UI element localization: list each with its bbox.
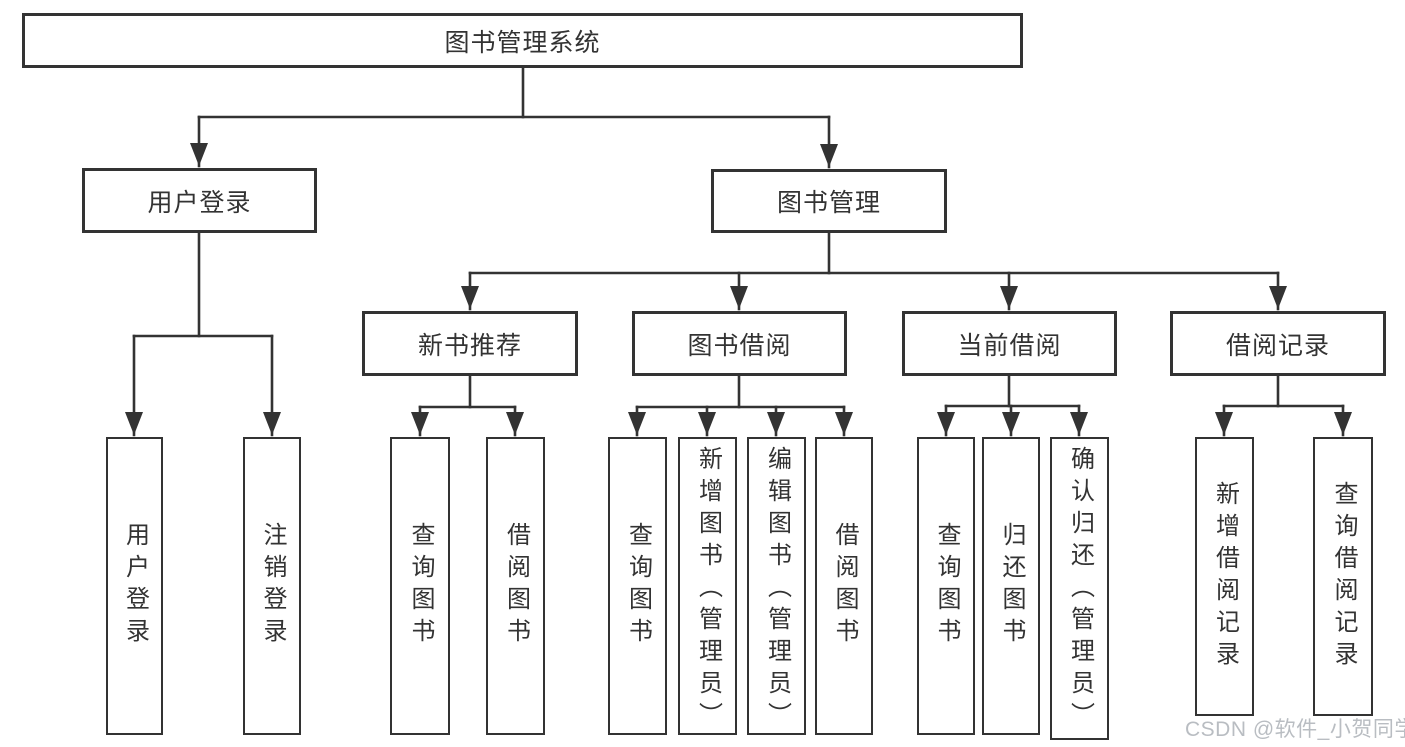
leaf-query-books-borrow: 查询图书 [608, 437, 667, 735]
node-user-login-label: 用户登录 [147, 188, 252, 217]
leaf-add-borrow-record-label: 新增借阅记录 [1211, 480, 1239, 673]
leaf-user-login: 用户登录 [106, 437, 163, 735]
node-root-label: 图书管理系统 [444, 28, 601, 57]
node-new-book-recommendation-label: 新书推荐 [417, 331, 522, 360]
node-root: 图书管理系统 [22, 13, 1023, 68]
node-book-borrowing-label: 图书借阅 [687, 331, 792, 360]
leaf-confirm-return-admin-label: 确认归还（管理员） [1066, 446, 1094, 734]
leaf-borrow-books-recommend-label: 借阅图书 [502, 522, 530, 650]
node-borrowing-records: 借阅记录 [1170, 311, 1386, 376]
node-borrowing-records-label: 借阅记录 [1225, 331, 1330, 360]
node-current-borrowing: 当前借阅 [902, 311, 1117, 376]
leaf-edit-book-admin: 编辑图书（管理员） [747, 437, 806, 735]
leaf-add-borrow-record: 新增借阅记录 [1195, 437, 1254, 716]
leaf-user-login-label: 用户登录 [121, 522, 149, 650]
leaf-logout: 注销登录 [243, 437, 301, 735]
node-user-login: 用户登录 [82, 168, 317, 233]
leaf-borrow-books-recommend: 借阅图书 [486, 437, 545, 735]
watermark-text: CSDN @软件_小贺同学 [1185, 718, 1405, 741]
leaf-query-books-current: 查询图书 [917, 437, 975, 735]
leaf-return-books: 归还图书 [982, 437, 1040, 735]
leaf-query-books-recommend-label: 查询图书 [407, 522, 434, 650]
leaf-query-books-recommend: 查询图书 [390, 437, 450, 735]
leaf-edit-book-admin-label: 编辑图书（管理员） [763, 446, 791, 734]
leaf-confirm-return-admin: 确认归还（管理员） [1050, 437, 1109, 740]
leaf-borrow-books-borrow-label: 借阅图书 [831, 522, 858, 650]
leaf-add-book-admin-label: 新增图书（管理员） [694, 446, 722, 734]
leaf-query-borrow-record: 查询借阅记录 [1313, 437, 1373, 716]
node-book-borrowing: 图书借阅 [632, 311, 847, 376]
leaf-add-book-admin: 新增图书（管理员） [678, 437, 737, 735]
leaf-query-books-current-label: 查询图书 [933, 522, 960, 650]
leaf-logout-label: 注销登录 [259, 522, 286, 650]
node-new-book-recommendation: 新书推荐 [362, 311, 578, 376]
node-book-management: 图书管理 [711, 169, 947, 233]
node-book-management-label: 图书管理 [776, 189, 881, 217]
node-current-borrowing-label: 当前借阅 [957, 331, 1062, 360]
leaf-query-books-borrow-label: 查询图书 [624, 522, 652, 650]
leaf-borrow-books-borrow: 借阅图书 [815, 437, 873, 735]
leaf-query-borrow-record-label: 查询借阅记录 [1330, 480, 1357, 673]
leaf-return-books-label: 归还图书 [998, 522, 1025, 650]
